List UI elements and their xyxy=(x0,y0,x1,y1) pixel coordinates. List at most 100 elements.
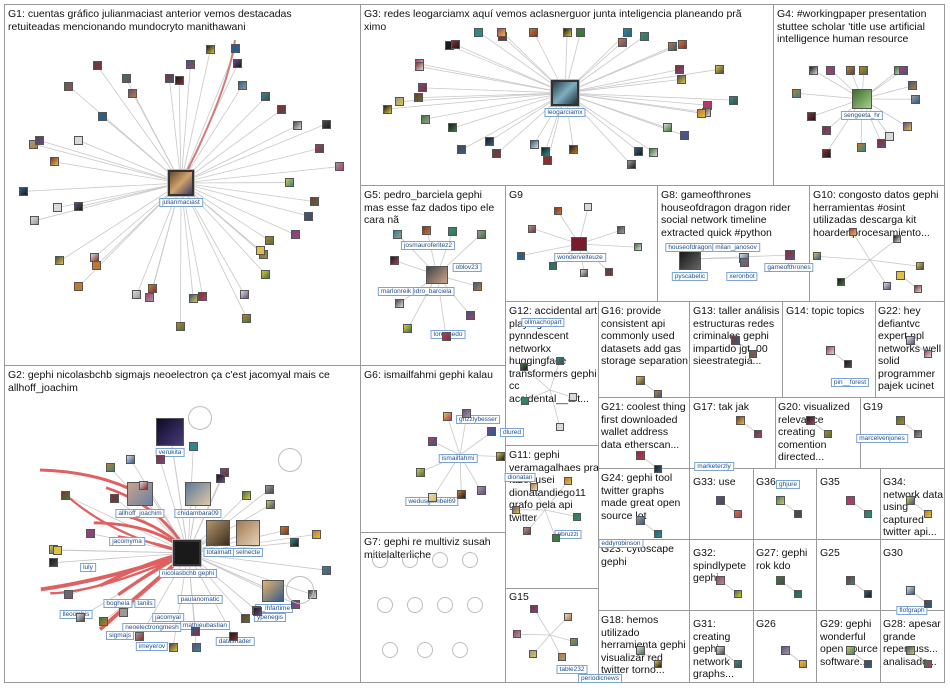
small-cluster-node[interactable] xyxy=(825,345,835,355)
small-cluster-node[interactable] xyxy=(654,530,662,538)
g3-node[interactable] xyxy=(677,39,687,49)
g6-node[interactable] xyxy=(487,427,497,437)
g1-node[interactable] xyxy=(239,290,249,300)
g1-node[interactable] xyxy=(29,216,39,226)
small-cluster-node[interactable] xyxy=(845,575,855,585)
g1-node[interactable] xyxy=(92,61,102,71)
g12-node[interactable] xyxy=(555,357,564,366)
small-cluster-node[interactable] xyxy=(794,510,802,518)
g3-node[interactable] xyxy=(696,108,706,118)
g1-node[interactable] xyxy=(74,202,84,212)
g3-node[interactable] xyxy=(576,27,586,37)
g12-node[interactable] xyxy=(520,396,529,405)
g4-node[interactable] xyxy=(821,125,831,135)
node-julianmaciast[interactable] xyxy=(168,170,194,196)
g3-node[interactable] xyxy=(679,130,689,140)
small-cluster-node[interactable] xyxy=(845,495,855,505)
g2-node[interactable] xyxy=(60,490,70,500)
g4-node[interactable] xyxy=(807,111,817,121)
g4-node[interactable] xyxy=(877,138,887,148)
small-cluster-node[interactable] xyxy=(895,270,905,280)
g4-node[interactable] xyxy=(885,131,895,141)
g3-node[interactable] xyxy=(414,62,424,72)
node-leogarciamx[interactable] xyxy=(551,80,579,106)
small-cluster-node[interactable] xyxy=(715,645,725,655)
g9-node[interactable] xyxy=(528,224,537,233)
node-sengeeta[interactable] xyxy=(852,89,872,109)
g2-node[interactable] xyxy=(155,455,165,465)
g1-node[interactable] xyxy=(293,120,303,130)
small-cluster-node[interactable] xyxy=(924,510,932,518)
g4-node[interactable] xyxy=(792,88,802,98)
g3-node[interactable] xyxy=(417,83,427,93)
g1-node[interactable] xyxy=(233,58,243,68)
g4-node[interactable] xyxy=(826,65,836,75)
g4-node[interactable] xyxy=(903,122,913,132)
g4-node[interactable] xyxy=(898,65,908,75)
g1-node[interactable] xyxy=(277,105,287,115)
g5-node[interactable] xyxy=(395,298,405,308)
g12-node[interactable] xyxy=(569,393,578,402)
small-cluster-node[interactable] xyxy=(824,430,832,438)
g2-node[interactable] xyxy=(75,612,85,622)
g12-node[interactable] xyxy=(519,362,528,371)
g10-node[interactable] xyxy=(915,262,924,271)
g1-node[interactable] xyxy=(74,282,83,292)
g1-node[interactable] xyxy=(315,143,325,153)
g11-node[interactable] xyxy=(512,505,521,514)
g15-node[interactable] xyxy=(512,630,521,639)
g6-node[interactable] xyxy=(415,467,425,477)
g1-node[interactable] xyxy=(238,80,248,90)
g10-node[interactable] xyxy=(812,252,821,261)
g3-node[interactable] xyxy=(617,37,627,47)
g1-node[interactable] xyxy=(121,74,131,84)
g1-node[interactable] xyxy=(132,290,142,300)
g1-node[interactable] xyxy=(53,202,63,212)
small-cluster-node[interactable] xyxy=(734,660,742,668)
g9-node[interactable] xyxy=(553,206,562,215)
g3-node[interactable] xyxy=(640,31,650,41)
g9-node[interactable] xyxy=(633,243,642,252)
g9-node[interactable] xyxy=(517,251,526,260)
g5-node[interactable] xyxy=(466,311,476,321)
g2-node[interactable] xyxy=(139,480,149,490)
small-cluster-node[interactable] xyxy=(635,645,645,655)
g4-node[interactable] xyxy=(856,142,866,152)
g3-node[interactable] xyxy=(569,145,579,155)
g1-node[interactable] xyxy=(188,293,198,303)
g1-node[interactable] xyxy=(265,236,275,246)
g2-node[interactable] xyxy=(126,454,135,464)
g1-node[interactable] xyxy=(175,322,185,332)
g2-node[interactable] xyxy=(289,537,299,547)
small-cluster-node[interactable] xyxy=(780,645,790,655)
small-cluster-node[interactable] xyxy=(715,495,725,505)
small-cluster-node[interactable] xyxy=(775,575,785,585)
g2-node[interactable] xyxy=(86,529,96,539)
g6-node[interactable] xyxy=(476,486,486,496)
g2-node[interactable] xyxy=(105,463,115,473)
g11-node[interactable] xyxy=(563,477,572,486)
g5-node[interactable] xyxy=(392,229,402,239)
g10-node[interactable] xyxy=(836,278,845,287)
g3-node[interactable] xyxy=(497,27,507,37)
g1-node[interactable] xyxy=(231,44,241,54)
small-cluster-node[interactable] xyxy=(905,585,915,595)
g4-node[interactable] xyxy=(821,148,831,158)
g1-node[interactable] xyxy=(148,284,158,294)
g4-node[interactable] xyxy=(859,65,869,75)
g9-node[interactable] xyxy=(549,262,558,271)
small-cluster-node[interactable] xyxy=(864,510,872,518)
g11-node[interactable] xyxy=(573,512,582,521)
g3-node[interactable] xyxy=(485,136,495,146)
small-cluster-node[interactable] xyxy=(905,645,915,655)
g2-node[interactable] xyxy=(119,608,129,618)
g11-node[interactable] xyxy=(551,533,560,542)
g8-node[interactable] xyxy=(739,257,749,267)
g5-node[interactable] xyxy=(403,324,413,334)
g1-node[interactable] xyxy=(145,293,155,303)
g2-node[interactable] xyxy=(264,485,274,495)
small-cluster-node[interactable] xyxy=(924,600,932,608)
g15-node[interactable] xyxy=(529,604,538,613)
g1-node[interactable] xyxy=(304,211,314,221)
g1-node[interactable] xyxy=(91,261,101,271)
